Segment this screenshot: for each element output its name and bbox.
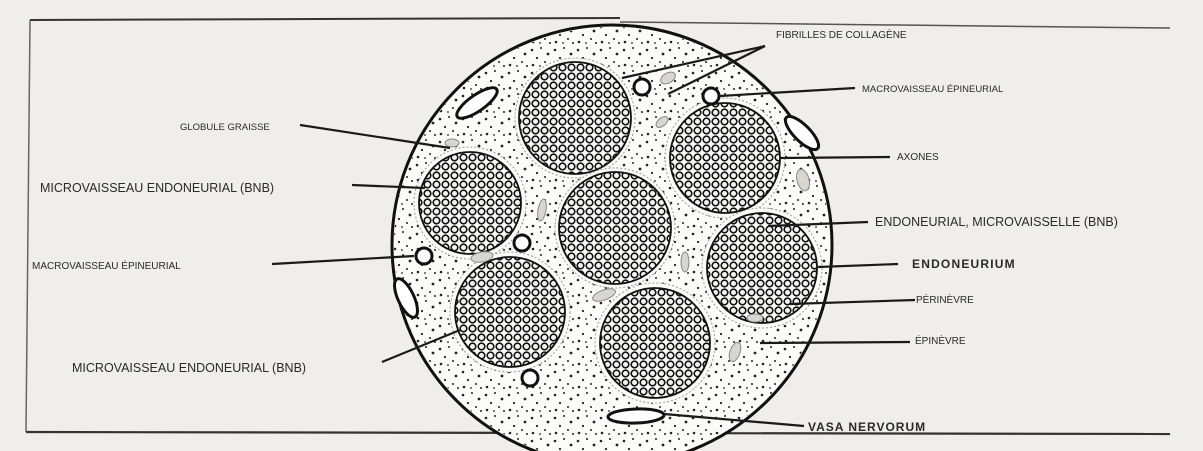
label-axones: AXONES (897, 152, 939, 163)
label-endo-micro: ENDONEURIAL, MICROVAISSELLE (BNB) (875, 215, 1118, 229)
fascicle (555, 168, 675, 288)
label-vasa: VASA NERVORUM (808, 420, 926, 434)
fascicle (665, 98, 785, 218)
fascicle (450, 252, 570, 372)
label-macro-epi-right: MACROVAISSEAU ÉPINEURIAL (862, 84, 1003, 95)
fascicle (702, 208, 822, 328)
fascicle (515, 58, 635, 178)
label-perinevre: PÉRINÈVRE (916, 293, 974, 306)
label-epinevre: ÉPINÈVRE (915, 334, 966, 347)
nerve (390, 25, 832, 451)
fascicle (595, 283, 715, 403)
label-fibrilles: FIBRILLES DE COLLAGÈNE (776, 28, 907, 41)
label-endoneurium: ENDONEURIUM (912, 257, 1016, 271)
label-macro-epi-left: MACROVAISSEAU ÉPINEURIAL (32, 259, 181, 272)
label-micro-endo-top: MICROVAISSEAU ENDONEURIAL (BNB) (40, 181, 274, 195)
label-globule: GLOBULE GRAISSE (180, 122, 270, 133)
label-micro-endo-bottom: MICROVAISSEAU ENDONEURIAL (BNB) (72, 361, 306, 375)
fascicle (414, 147, 526, 259)
